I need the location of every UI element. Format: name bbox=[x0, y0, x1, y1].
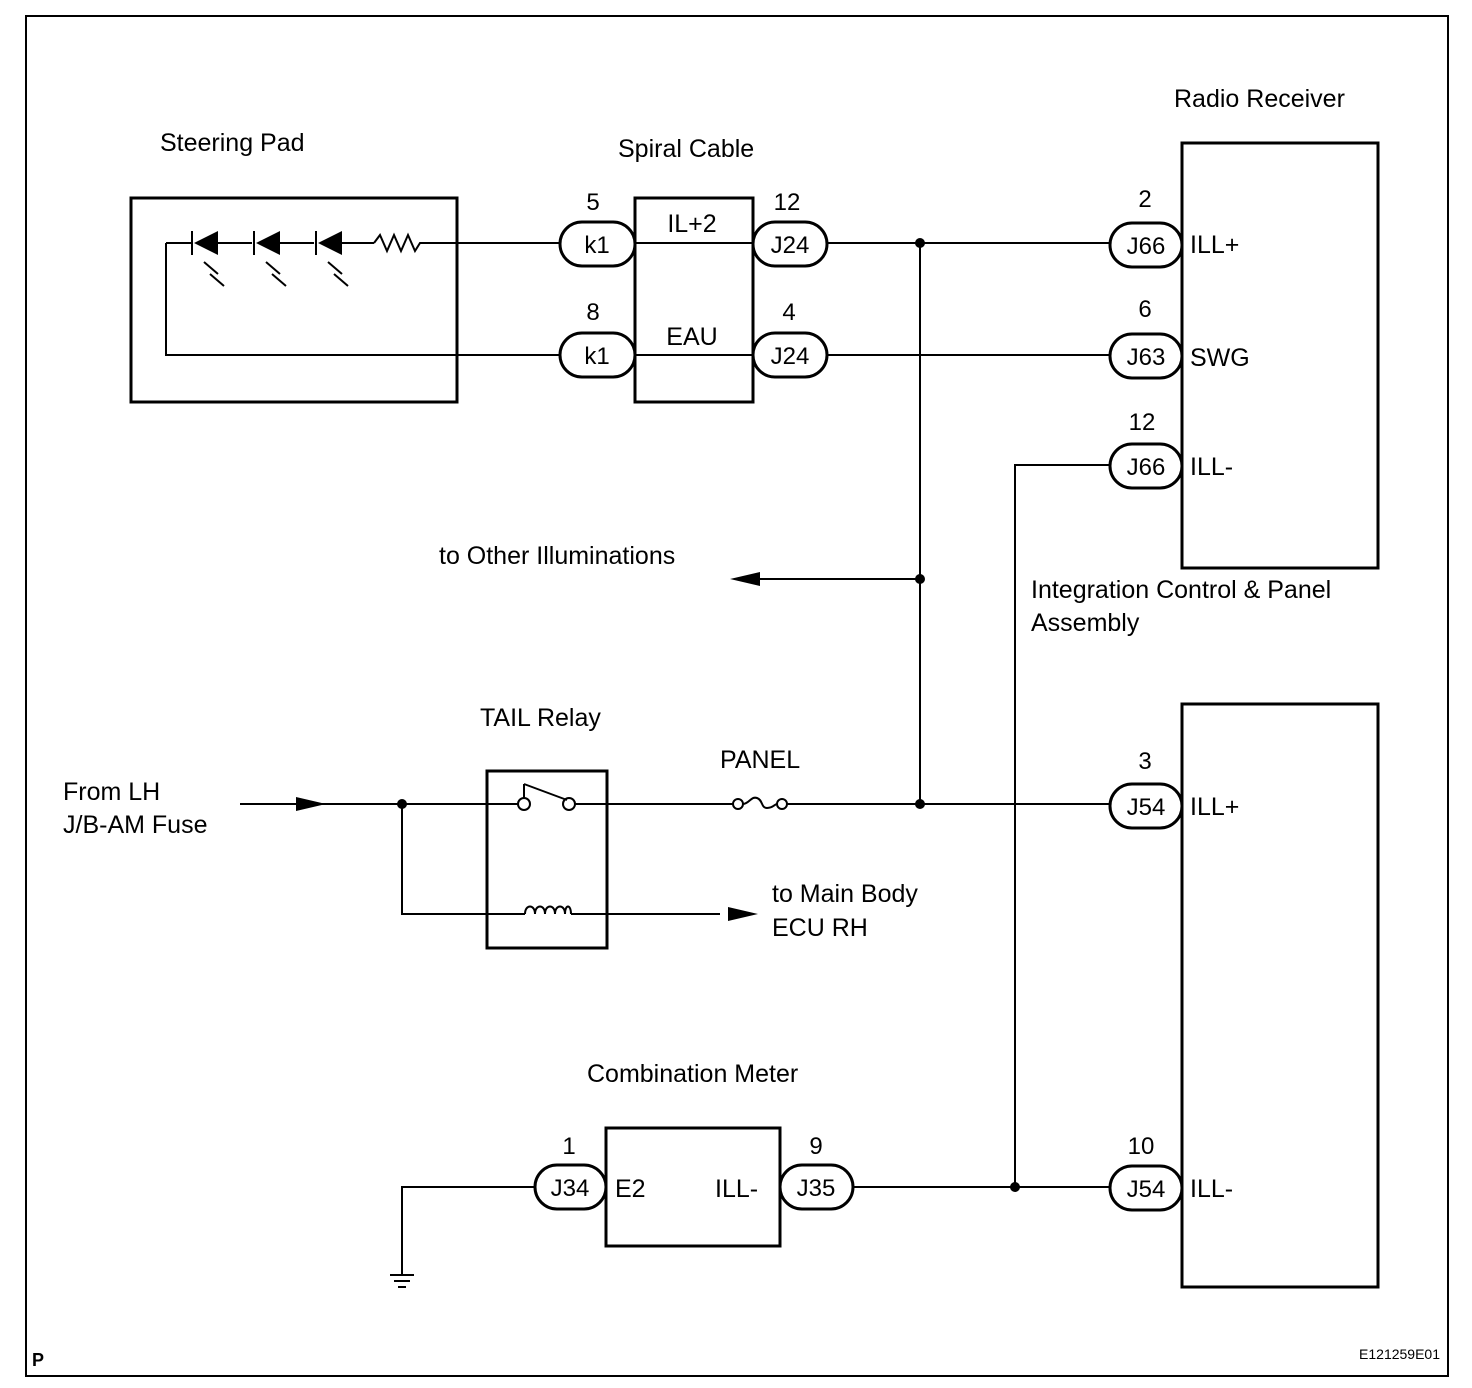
integration-panel-box bbox=[1180, 702, 1380, 1289]
other-illuminations-arrow-icon bbox=[730, 572, 760, 586]
connector-k1-top: 5 k1 bbox=[558, 189, 637, 268]
spiral-cable: Spiral Cable IL+2 EAU bbox=[618, 135, 755, 404]
relay-switch-icon bbox=[517, 783, 576, 811]
connector-code: J63 bbox=[1127, 344, 1166, 371]
spiral-il2-label: IL+2 bbox=[667, 210, 716, 238]
connector-pin-number: 12 bbox=[774, 189, 801, 216]
connector-pin-number: 9 bbox=[809, 1133, 822, 1160]
connector-code: J66 bbox=[1127, 233, 1166, 260]
from-lh-label-line1: From LH bbox=[63, 778, 160, 806]
connector-pin-number: 3 bbox=[1138, 748, 1151, 775]
connector-pin-number: 8 bbox=[586, 299, 599, 326]
spiral-eau-label: EAU bbox=[666, 323, 717, 351]
integration-panel: Integration Control & Panel Assembly bbox=[1031, 576, 1380, 1289]
connector-code: J24 bbox=[771, 343, 810, 370]
terminal-signal: ILL- bbox=[1190, 453, 1233, 481]
led-1-icon bbox=[191, 231, 252, 287]
wires bbox=[240, 242, 1110, 1275]
terminal-signal: ILL- bbox=[1190, 1175, 1233, 1203]
corner-letter: P bbox=[32, 1350, 44, 1370]
connector-pin-number: 4 bbox=[782, 299, 795, 326]
radio-receiver: Radio Receiver bbox=[1174, 85, 1380, 570]
spiral-cable-box bbox=[633, 196, 755, 404]
main-body-label-line1: to Main Body bbox=[772, 880, 918, 908]
connector-pin-number: 5 bbox=[586, 189, 599, 216]
figure-code: E121259E01 bbox=[1359, 1346, 1440, 1362]
connector-panel-ill-plus: 3 J54 ILL+ bbox=[1108, 748, 1239, 830]
resistor-icon bbox=[373, 232, 560, 254]
connector-radio-swg: 6 J63 SWG bbox=[1108, 296, 1250, 380]
connector-k1-bottom: 8 k1 bbox=[558, 299, 637, 379]
connector-j24-bottom: 4 J24 bbox=[751, 299, 829, 379]
panel-fuse: PANEL bbox=[720, 746, 800, 810]
feed-arrow-icon bbox=[296, 797, 326, 811]
junction-dot bbox=[915, 574, 925, 584]
steering-pad-label: Steering Pad bbox=[160, 129, 305, 157]
connector-code: J35 bbox=[797, 1175, 836, 1202]
connector-pin-number: 10 bbox=[1128, 1133, 1155, 1160]
ground-icon bbox=[390, 1274, 414, 1288]
from-lh-label-line2: J/B-AM Fuse bbox=[63, 811, 207, 839]
junction-dot bbox=[915, 799, 925, 809]
terminal-signal: E2 bbox=[615, 1175, 646, 1203]
tail-relay-label: TAIL Relay bbox=[480, 704, 601, 732]
connector-pin-number: 12 bbox=[1129, 409, 1156, 436]
terminal-signal: ILL+ bbox=[1190, 231, 1239, 259]
main-body-arrow-icon bbox=[728, 907, 758, 921]
connector-panel-ill-minus: 10 J54 ILL- bbox=[1108, 1133, 1233, 1212]
radio-receiver-label: Radio Receiver bbox=[1174, 85, 1345, 113]
diagram-frame bbox=[25, 15, 1449, 1377]
junction-dot bbox=[397, 799, 407, 809]
tail-relay: TAIL Relay bbox=[480, 704, 609, 950]
combination-meter: Combination Meter bbox=[587, 1060, 798, 1248]
junction-dot bbox=[915, 238, 925, 248]
connector-code: J34 bbox=[551, 1175, 590, 1202]
connector-meter-e2: 1 J34 E2 bbox=[533, 1133, 646, 1211]
tail-relay-box bbox=[485, 769, 609, 950]
other-illuminations-label: to Other Illuminations bbox=[439, 542, 675, 570]
terminal-signal: ILL- bbox=[715, 1175, 758, 1203]
connector-radio-ill-minus: 12 J66 ILL- bbox=[1108, 409, 1233, 490]
main-body-label-line2: ECU RH bbox=[772, 914, 868, 942]
led-3-icon bbox=[315, 231, 374, 287]
connector-code: k1 bbox=[584, 232, 609, 259]
connector-code: J66 bbox=[1127, 454, 1166, 481]
steering-pad: Steering Pad bbox=[129, 129, 560, 404]
spiral-cable-label: Spiral Cable bbox=[618, 135, 754, 163]
connector-pin-number: 6 bbox=[1138, 296, 1151, 323]
connector-code: J54 bbox=[1127, 1176, 1166, 1203]
connector-code: J24 bbox=[771, 232, 810, 259]
fuse-icon bbox=[742, 796, 778, 810]
connector-pin-number: 1 bbox=[562, 1133, 575, 1160]
relay-coil-icon bbox=[524, 905, 572, 915]
connector-radio-ill-plus: 2 J66 ILL+ bbox=[1108, 186, 1239, 269]
connector-code: k1 bbox=[584, 343, 609, 370]
integration-panel-label-line2: Assembly bbox=[1031, 609, 1140, 637]
terminal-signal: SWG bbox=[1190, 344, 1250, 372]
led-2-icon bbox=[253, 231, 314, 287]
terminal-signal: ILL+ bbox=[1190, 793, 1239, 821]
connector-meter-ill-minus: 9 J35 ILL- bbox=[715, 1133, 855, 1211]
connector-code: J54 bbox=[1127, 794, 1166, 821]
connector-j24-top: 12 J24 bbox=[751, 189, 829, 268]
steering-pad-box bbox=[129, 196, 459, 404]
combination-meter-label: Combination Meter bbox=[587, 1060, 798, 1088]
junction-dot bbox=[1010, 1182, 1020, 1192]
integration-panel-label-line1: Integration Control & Panel bbox=[1031, 576, 1331, 604]
connector-pin-number: 2 bbox=[1138, 186, 1151, 213]
panel-fuse-label: PANEL bbox=[720, 746, 800, 774]
